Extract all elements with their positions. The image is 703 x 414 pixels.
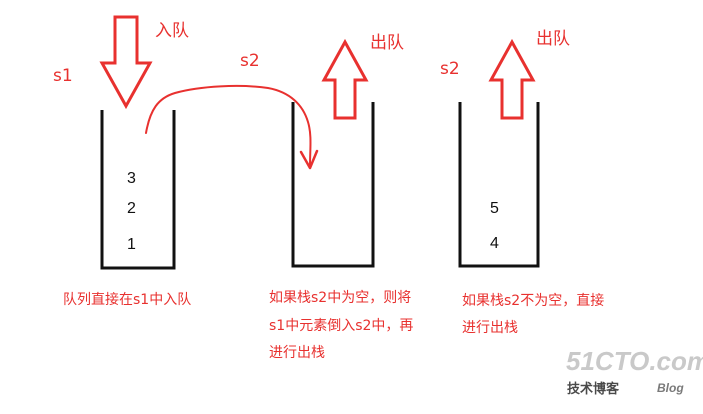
caption-enqueue: 队列直接在s1中入队	[63, 291, 191, 308]
stack-s2-item-4: 4	[490, 235, 499, 252]
caption-transfer-line-1: 如果栈s2中为空，则将	[269, 290, 411, 306]
enqueue-label: 入队	[155, 21, 189, 41]
enqueue-arrow-icon	[99, 15, 153, 110]
caption-direct-pop-line-2: 进行出栈	[462, 320, 518, 336]
stack-s1-item-2: 2	[127, 200, 136, 217]
stack-s2-item-5: 5	[490, 200, 499, 217]
caption-transfer-line-2: s1中元素倒入s2中，再	[269, 318, 413, 334]
stack-s1-container	[100, 110, 176, 270]
stack-s2-right-container	[458, 102, 540, 268]
stack-s2-middle-container	[291, 102, 375, 268]
stack-s2-right-label: s2	[440, 59, 460, 79]
dequeue-arrow-right-icon	[488, 38, 536, 120]
caption-transfer-line-3: 进行出栈	[269, 345, 325, 361]
transfer-curve-arrowhead-icon	[299, 149, 319, 170]
watermark-site: 51CTO.com	[566, 346, 703, 376]
dequeue-label-right: 出队	[536, 29, 570, 49]
watermark-tagline: 技术博客	[567, 381, 620, 397]
stack-s1-item-1: 1	[127, 236, 136, 253]
stack-s2-middle-label: s2	[240, 51, 260, 71]
dequeue-label-middle: 出队	[370, 33, 404, 53]
caption-direct-pop-line-1: 如果栈s2不为空，直接	[462, 292, 604, 309]
stack-s1-item-3: 3	[127, 170, 136, 187]
stack-s1-label: s1	[53, 66, 73, 86]
watermark-blog: Blog	[657, 381, 684, 395]
dequeue-arrow-middle-icon	[321, 38, 369, 120]
transfer-curve-arrow	[145, 84, 312, 166]
